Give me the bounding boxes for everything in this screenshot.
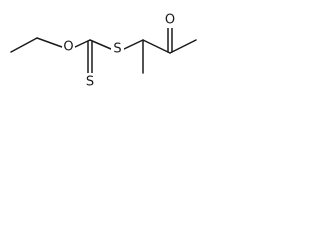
bond-thiocarbonyl-c-s bbox=[89, 39, 112, 50]
atom-thione-sulfur: S bbox=[83, 73, 97, 90]
atom-label-thione-sulfur: S bbox=[86, 75, 94, 90]
atom-label-carbonyl-oxygen: O bbox=[165, 13, 175, 28]
atom-thioether-sulfur: S bbox=[111, 40, 124, 57]
atom-label-ether-oxygen: O bbox=[63, 40, 73, 55]
atom-carbonyl-oxygen: O bbox=[163, 12, 177, 28]
atom-ether-oxygen: O bbox=[62, 38, 75, 55]
atom-label-thioether-sulfur: S bbox=[113, 42, 121, 57]
atom-labels: O S S O bbox=[62, 12, 177, 90]
chemical-structure-diagram: O S S O bbox=[10, 12, 197, 90]
bond-carbonyl-methyl bbox=[169, 39, 197, 54]
bond-ethyl-c1-c2 bbox=[10, 37, 38, 53]
bond-ethyl-c2-o bbox=[36, 37, 63, 48]
bond-methine-carbonyl bbox=[142, 39, 171, 54]
bond-s-methine bbox=[123, 39, 144, 50]
bonds bbox=[10, 27, 197, 74]
